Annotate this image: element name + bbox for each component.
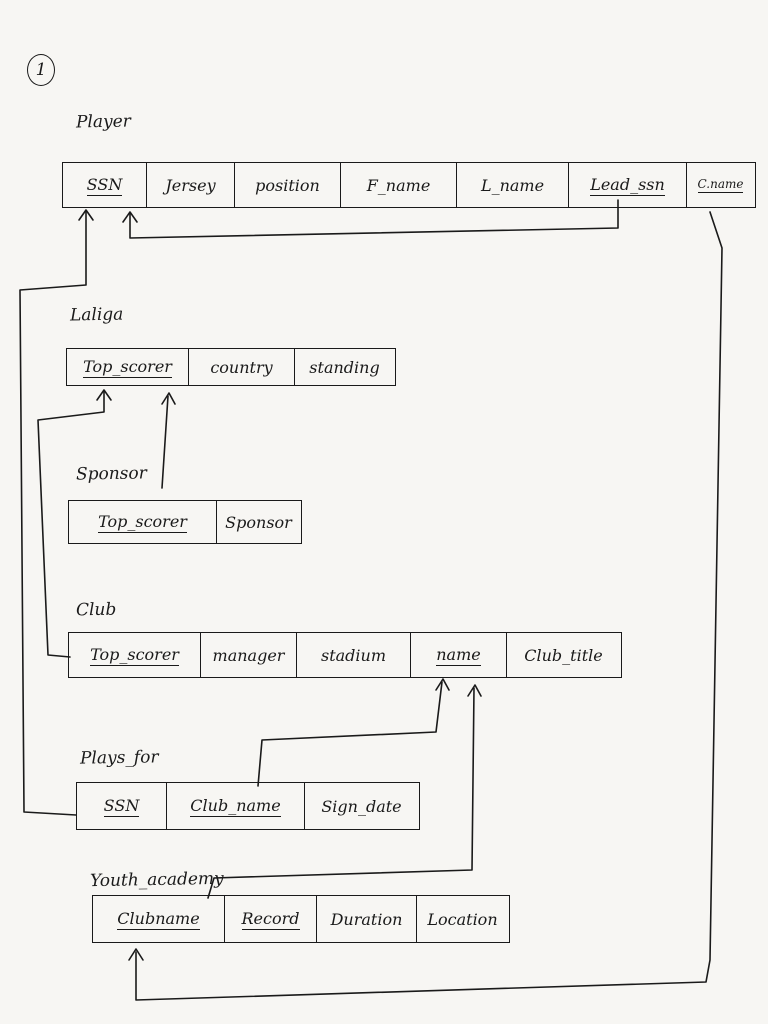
page-number: 1 <box>27 54 55 86</box>
player-attr-ssn: SSN <box>63 163 147 207</box>
laliga-attr-top-scorer: Top_scorer <box>67 349 189 385</box>
arrow-sponsor-to-laliga <box>161 395 169 489</box>
arrow-lead-ssn-to-ssn <box>129 199 619 239</box>
laliga-attr-standing: standing <box>309 357 380 377</box>
club-attr-manager: manager <box>201 633 297 677</box>
arrowhead-club-name-to-club <box>435 678 450 691</box>
player-relation: SSN Jersey position F_name L_name Lead_s… <box>62 162 756 208</box>
arrowhead-lead-ssn-to-ssn <box>122 211 138 223</box>
arrowhead-plays-for-ssn-to-player-ssn <box>78 209 94 221</box>
club-attr-name: name <box>411 633 507 677</box>
player-attr-jersey: Jersey <box>147 163 235 207</box>
player-attr-position: position <box>235 163 341 207</box>
arrowhead-club-to-laliga <box>96 389 112 401</box>
arrow-clubname-to-club <box>207 687 475 899</box>
club-relation: Top_scorer manager stadium name Club_tit… <box>68 632 622 678</box>
youth-academy-attr-location: Location <box>427 909 498 929</box>
arrowhead-clubname-to-club <box>467 684 482 697</box>
arrowhead-cname-to-youth-academy <box>128 948 144 961</box>
plays-for-relation: SSN Club_name Sign_date <box>76 782 420 830</box>
sponsor-attr-top-scorer: Top_scorer <box>69 501 217 543</box>
club-attr-stadium: stadium <box>297 633 411 677</box>
sponsor-attr-sponsor: Sponsor <box>225 512 292 532</box>
laliga-attr-country: country <box>189 349 295 385</box>
sponsor-relation: Top_scorer Sponsor <box>68 500 302 544</box>
youth-academy-attr-record: Record <box>225 896 317 942</box>
club-attr-top-scorer: Top_scorer <box>69 633 201 677</box>
page-number-label: 1 <box>35 60 47 80</box>
youth-academy-relation: Clubname Record Duration Location <box>92 895 510 943</box>
player-attr-lead-ssn: Lead_ssn <box>569 163 687 207</box>
player-attr-c-name: C.name <box>697 177 744 193</box>
arrow-plays-for-ssn-to-player-ssn <box>19 211 87 816</box>
arrow-club-to-laliga <box>37 391 105 658</box>
plays-for-attr-ssn: SSN <box>77 783 167 829</box>
player-attr-f-name: F_name <box>341 163 457 207</box>
player-attr-l-name: L_name <box>457 163 569 207</box>
youth-academy-attr-duration: Duration <box>317 896 417 942</box>
laliga-relation: Top_scorer country standing <box>66 348 396 386</box>
plays-for-attr-club-name: Club_name <box>167 783 305 829</box>
youth-academy-attr-clubname: Clubname <box>93 896 225 942</box>
plays-for-attr-sign-date: Sign_date <box>321 796 402 816</box>
arrow-club-name-to-club <box>257 681 443 787</box>
arrow-cname-to-youth-academy <box>135 211 723 1001</box>
club-attr-club-title: Club_title <box>524 645 603 665</box>
arrowhead-sponsor-to-laliga <box>161 392 176 405</box>
